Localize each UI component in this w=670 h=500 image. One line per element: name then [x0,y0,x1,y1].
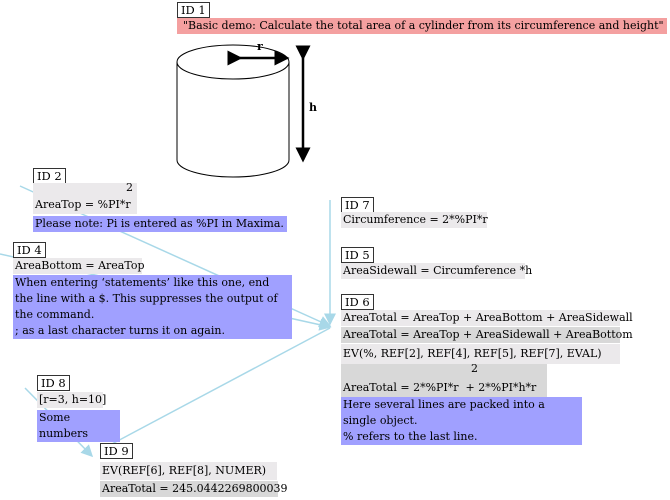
cell8-expr[interactable]: [r=3, h=10] [37,392,107,408]
cell5-expr[interactable]: AreaSidewall = Circumference *h [341,263,533,279]
cell6-note[interactable]: Here several lines are packed into a sin… [341,397,582,445]
cell-id-8: ID 8 [37,375,70,391]
title-cell[interactable]: "Basic demo: Calculate the total area of… [177,18,667,34]
cell2-note[interactable]: Please note: Pi is entered as %PI in Max… [33,216,287,232]
cell6-result[interactable]: 2 AreaTotal = 2*%PI*r + 2*%PI*h*r [341,362,547,397]
height-label: h [309,101,317,114]
cell6-line-3[interactable]: EV(%, REF[2], REF[4], REF[5], REF[7], EV… [341,344,620,364]
cell-id-5: ID 5 [341,247,374,263]
cell-id-6: ID 6 [341,294,374,310]
cell-id-7: ID 7 [341,197,374,213]
cell2-expr[interactable]: 2 AreaTop = %PI*r [33,181,137,214]
cell-id-4: ID 4 [13,242,46,258]
cell8-note[interactable]: Some numbers [37,410,120,442]
cell-id-9: ID 9 [100,443,133,459]
cell6-line-2[interactable]: AreaTotal = AreaTop + AreaSidewall + Are… [341,327,633,343]
exponent: 2 [471,362,478,375]
cylinder-icon [176,44,290,178]
cell7-expr[interactable]: Circumference = 2*%PI*r [341,212,488,228]
expr-text: AreaTop = %PI*r [35,198,131,211]
note-line: Here several lines are packed into a sin… [343,398,545,427]
cell9-result[interactable]: AreaTotal = 245.0442269800039 [100,481,288,497]
exponent: 2 [126,181,133,194]
cell-id-2: ID 2 [33,168,66,184]
cell4-expr[interactable]: AreaBottom = AreaTop [13,258,145,274]
cell4-note[interactable]: When entering ‘statements’ like this one… [13,275,292,339]
result-text: AreaTotal = 2*%PI*r + 2*%PI*h*r [343,381,537,394]
note-line: ; as a last character turns it on again. [15,324,225,337]
note-line: When entering ‘statements’ like this one… [15,276,278,321]
note-line: % refers to the last line. [343,430,478,443]
cell6-line-1[interactable]: AreaTotal = AreaTop + AreaBottom + AreaS… [341,310,633,326]
connector-6-9 [109,327,331,446]
radius-label: r [257,40,263,53]
cell-id-1: ID 1 [177,2,210,18]
cell9-expr[interactable]: EV(REF[6], REF[8], NUMER) [100,462,277,480]
